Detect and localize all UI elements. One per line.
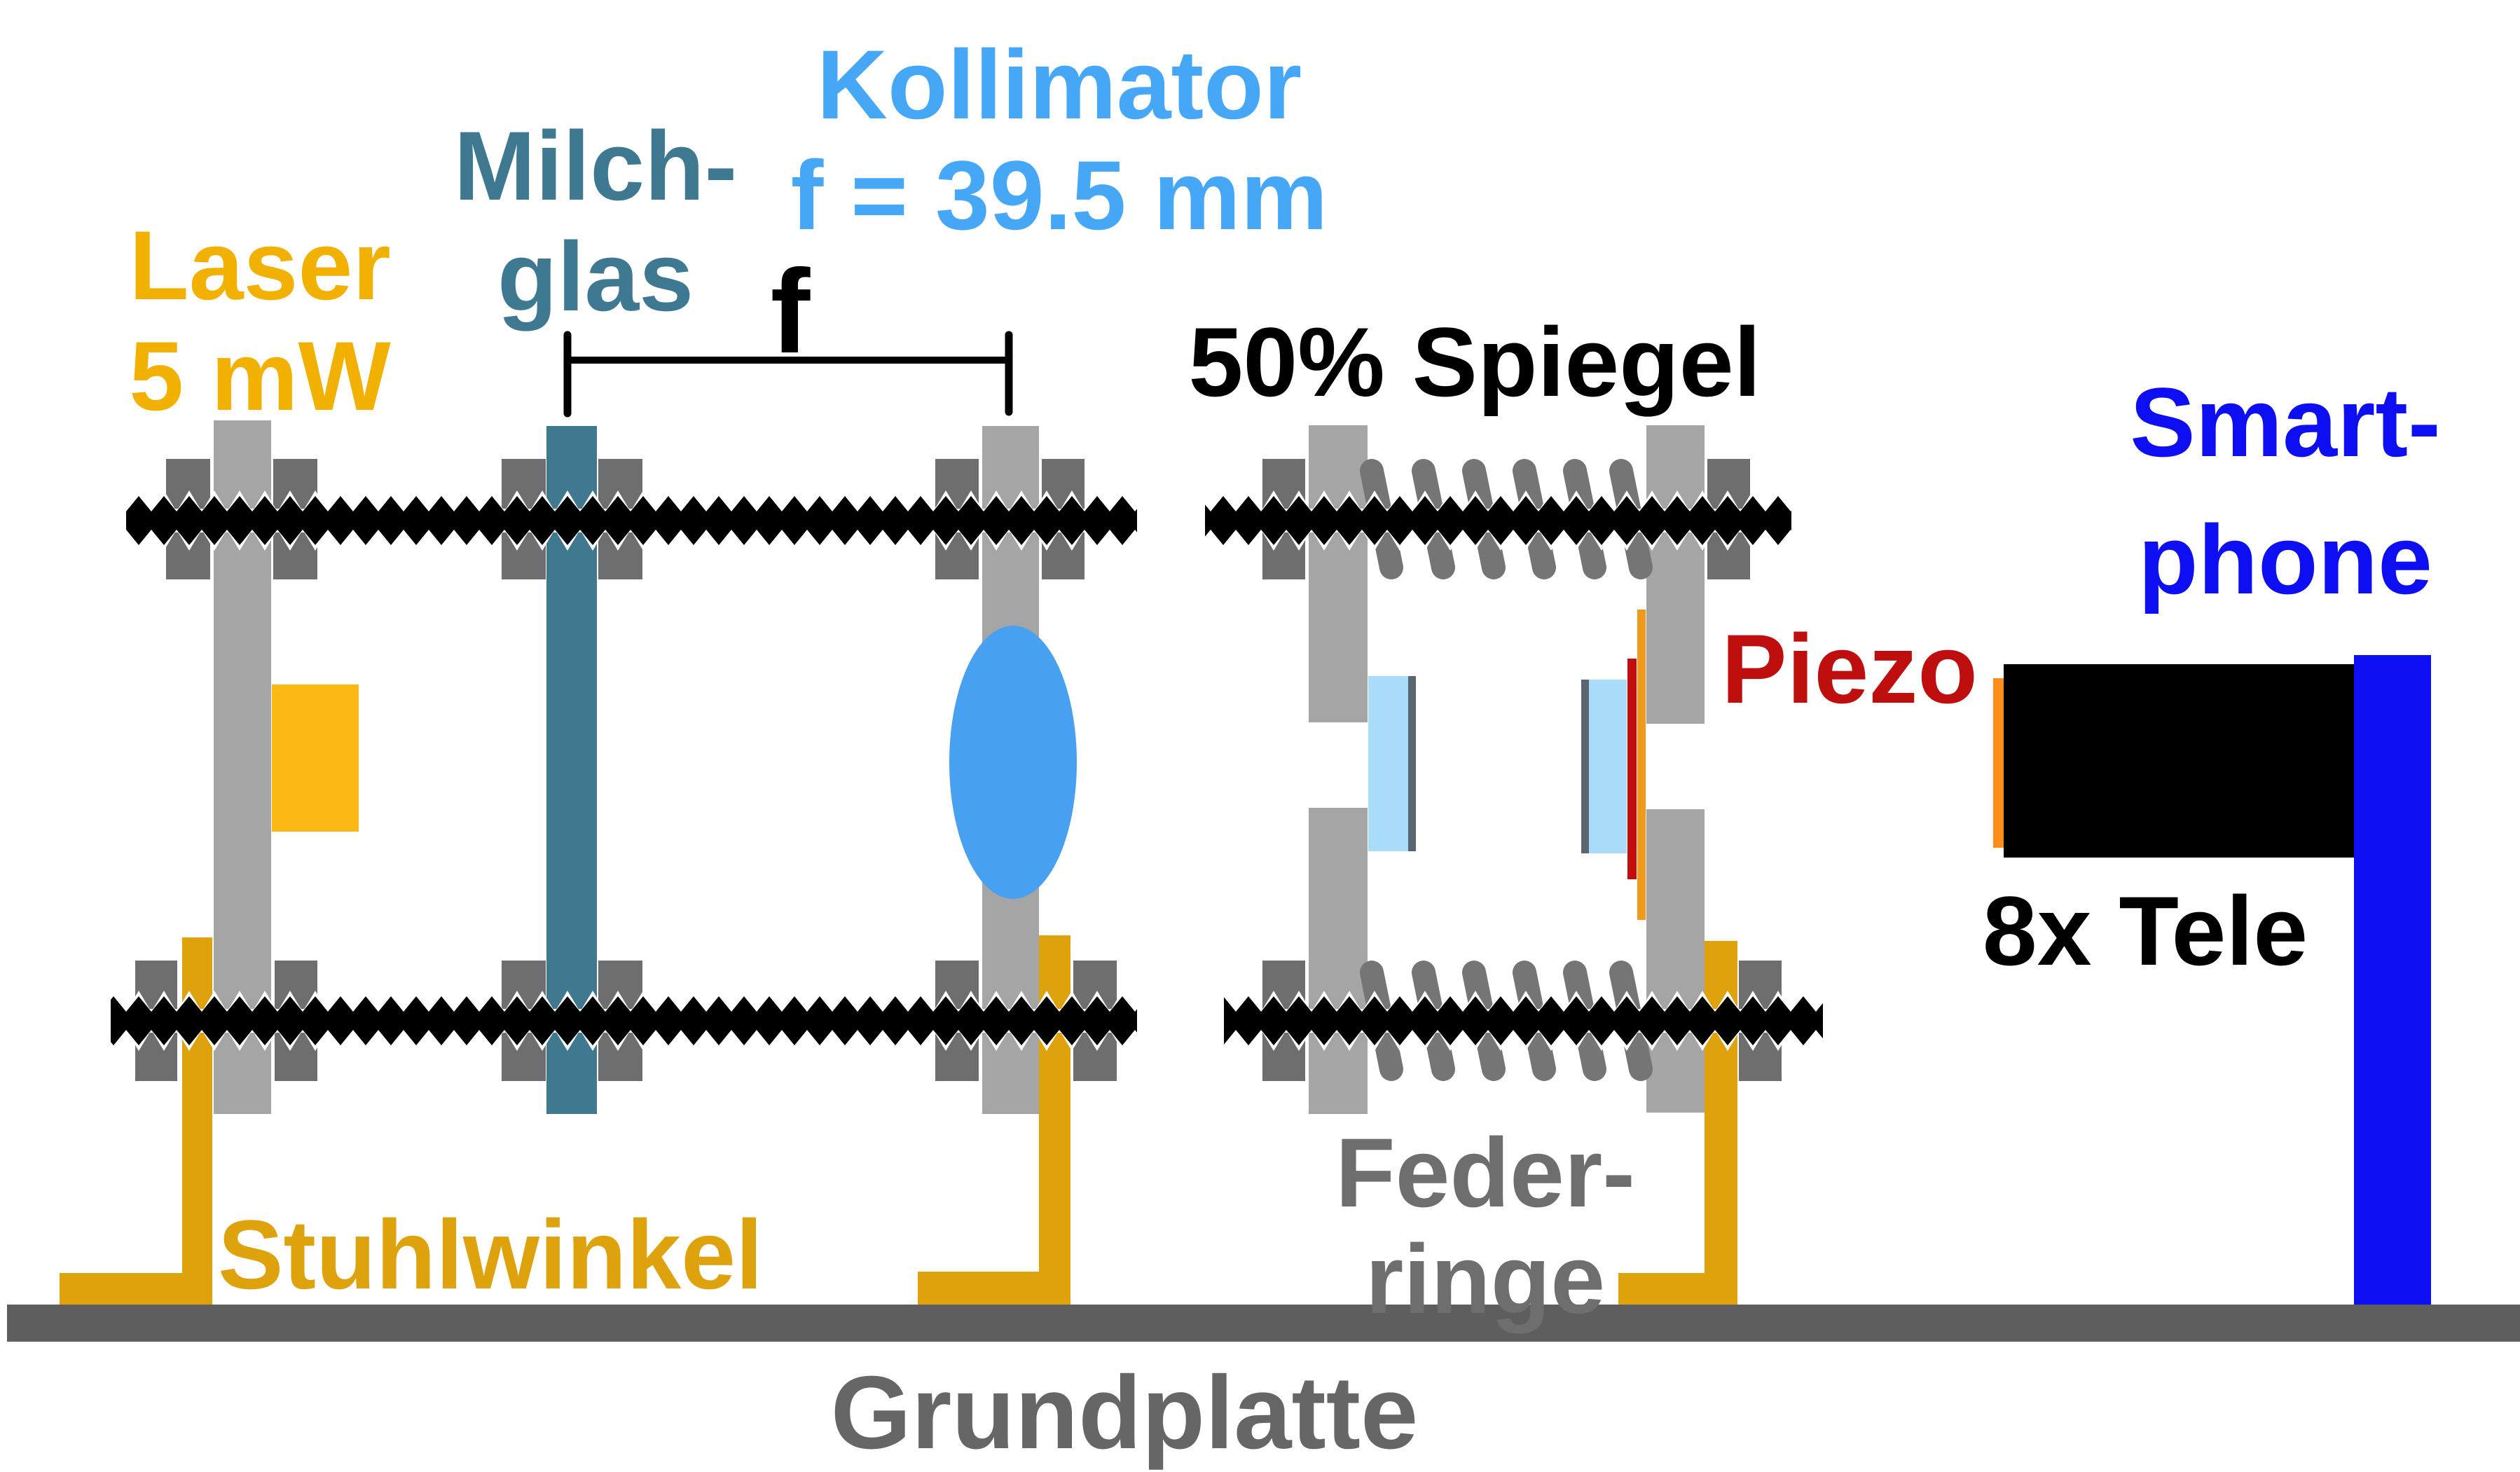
laser-label-line2: 5 mW xyxy=(129,321,391,431)
laser-label: Laser 5 mW xyxy=(129,210,391,432)
bracket-label: Stuhlwinkel xyxy=(218,1199,763,1309)
baseplate-label: Grundplatte xyxy=(830,1355,1419,1471)
mirror-label: 50% Spiegel xyxy=(1188,307,1761,417)
threaded-rod-lower-left xyxy=(111,991,1137,1051)
smartphone-label-line1: Smart- xyxy=(2130,367,2441,477)
threaded-rod-upper-right xyxy=(1205,490,1791,551)
frosted-glass-label-line2: glas xyxy=(497,221,694,331)
bracket-right-foot xyxy=(1618,1273,1737,1305)
mirror-left-plate-bottom xyxy=(1309,808,1368,1114)
collimator-label-line1: Kollimator xyxy=(816,29,1302,139)
baseplate xyxy=(7,1305,2520,1342)
spring-washer-label-line2: ringe xyxy=(1365,1224,1606,1334)
telescope-eyepiece-ring xyxy=(1993,678,2004,848)
frosted-glass-label-line1: Milch- xyxy=(453,111,738,221)
spring-washer-label: Feder- ringe xyxy=(1335,1120,1635,1333)
telescope-body xyxy=(2004,664,2354,858)
bracket-middle-foot xyxy=(918,1272,1070,1305)
mirror-right-plate-top xyxy=(1646,425,1705,724)
smartphone-label: Smart- phone xyxy=(2130,354,2440,628)
spring-washer-label-line1: Feder- xyxy=(1335,1117,1635,1227)
mirror-right-glass xyxy=(1589,680,1627,853)
mirror-right-coating-edge xyxy=(1581,680,1589,853)
mirror-left-plate-top xyxy=(1309,425,1368,722)
telephoto-label: 8x Tele xyxy=(1982,876,2308,986)
piezo-contact-strip xyxy=(1637,610,1646,920)
laser-label-line1: Laser xyxy=(129,210,391,320)
collimator-label-line2: f = 39.5 mm xyxy=(790,140,1328,250)
focal-marker-label: f xyxy=(770,245,811,378)
mirror-left-coating-edge xyxy=(1408,676,1416,851)
threaded-rod-lower-right xyxy=(1224,991,1823,1051)
smartphone-label-line2: phone xyxy=(2138,504,2432,614)
frosted-glass-label: Milch- glas xyxy=(454,111,737,332)
focal-length-dimension xyxy=(563,331,1013,418)
smartphone-body xyxy=(2354,655,2431,1305)
piezo-disc xyxy=(1627,659,1637,879)
laser-body xyxy=(272,685,359,832)
bracket-left-foot xyxy=(60,1273,212,1305)
threaded-rod-upper-left xyxy=(126,490,1137,551)
collimator-label: Kollimator f = 39.5 mm xyxy=(791,29,1328,251)
piezo-label: Piezo xyxy=(1721,614,1978,724)
mirror-right-plate-bottom xyxy=(1646,809,1705,1113)
mirror-left-glass xyxy=(1368,676,1408,851)
collimator-lens xyxy=(949,626,1077,899)
